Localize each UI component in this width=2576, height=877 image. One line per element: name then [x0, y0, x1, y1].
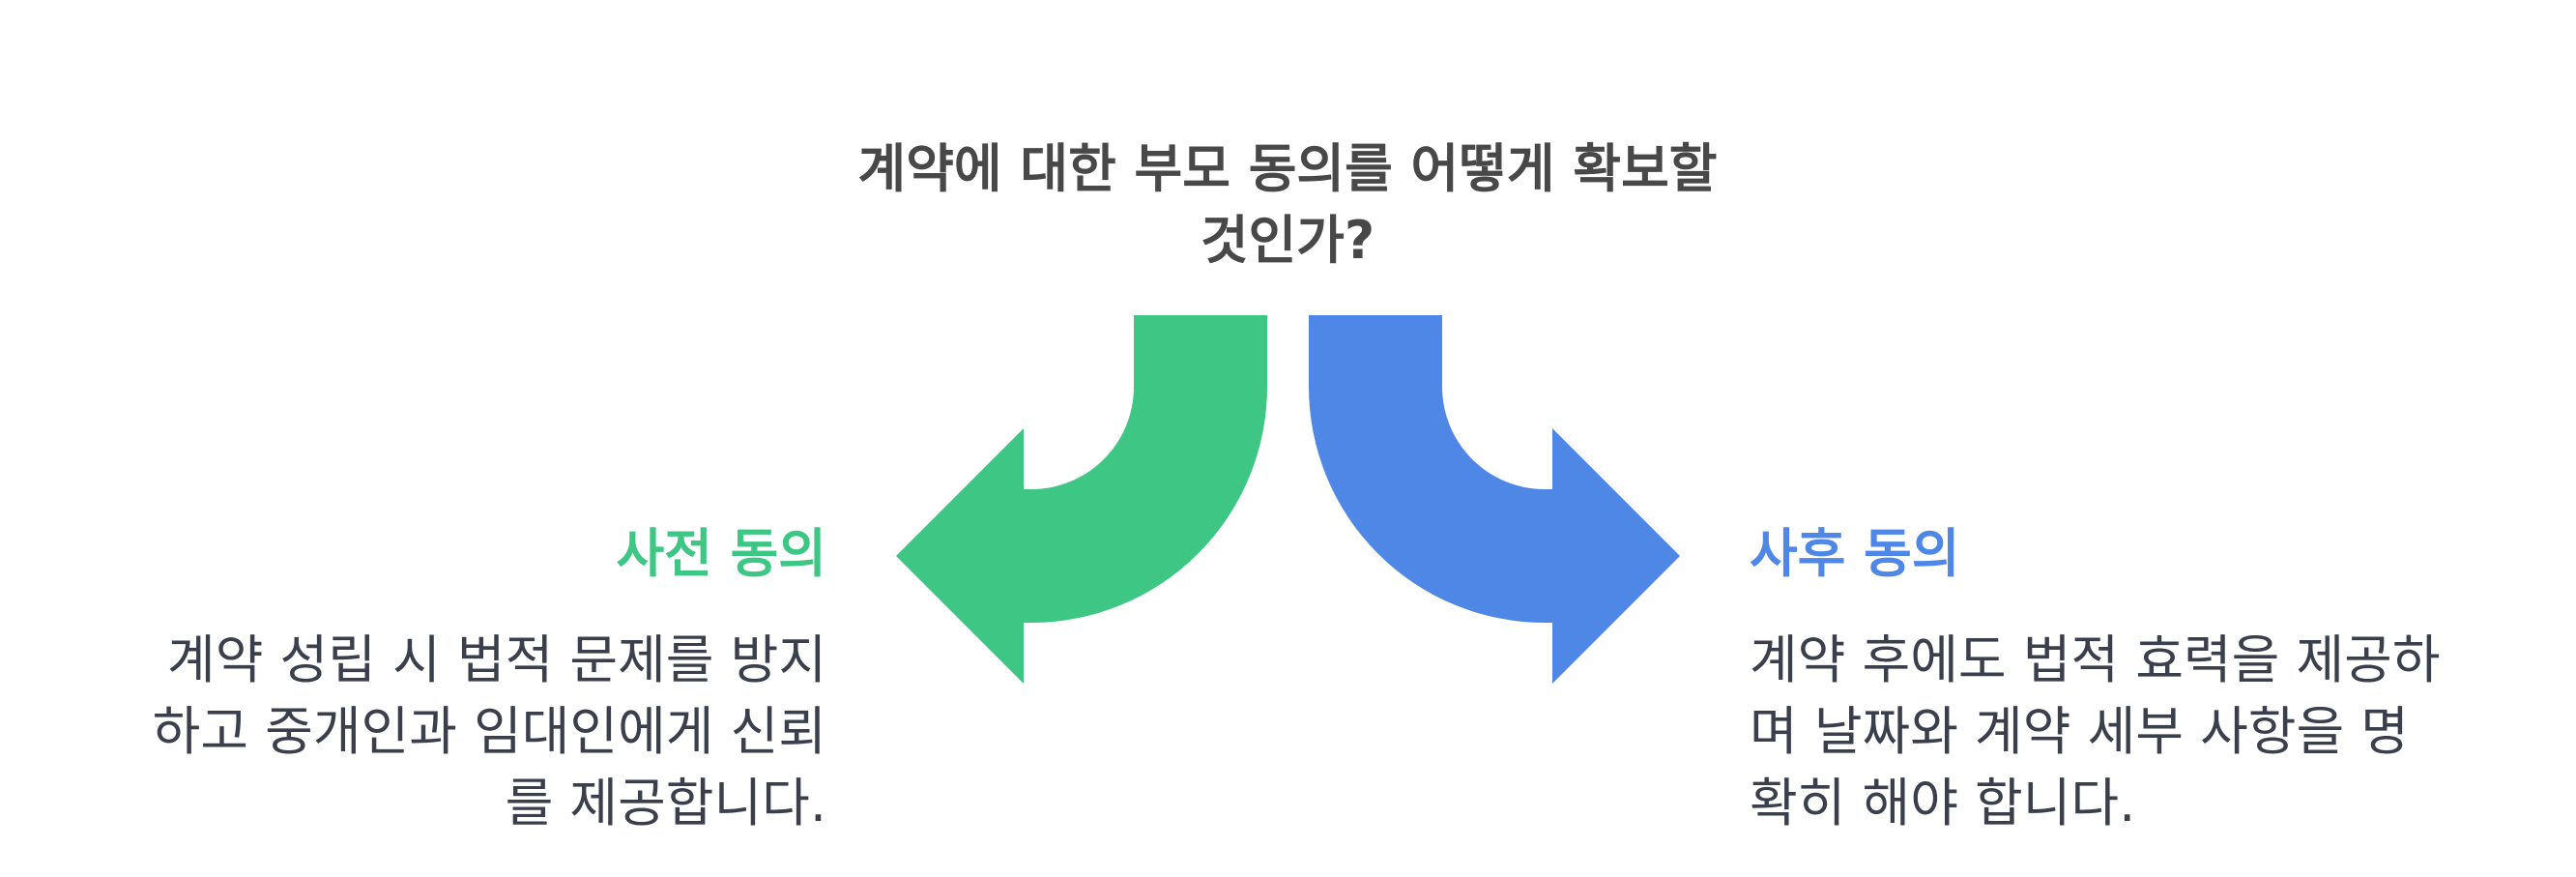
option-description-pre-consent: 계약 성립 시 법적 문제를 방지 하고 중개인과 임대인에게 신뢰 를 제공합…: [58, 625, 826, 839]
description-line: 를 제공합니다.: [505, 773, 826, 833]
curved-arrow-left-icon: [896, 315, 1267, 684]
option-heading-pre-consent: 사전 동의: [616, 523, 826, 584]
description-line: 확히 해야 합니다.: [1750, 773, 2136, 833]
description-line: 계약 후에도 법적 효력을 제공하: [1750, 629, 2441, 690]
option-description-post-consent: 계약 후에도 법적 효력을 제공하 며 날짜와 계약 세부 사항을 명 확히 해…: [1750, 625, 2542, 839]
description-line: 하고 중개인과 임대인에게 신뢰: [152, 701, 826, 762]
diagram-title-line-2: 것인가?: [1200, 210, 1375, 271]
diagram-title: 계약에 대한 부모 동의를 어떻게 확보할 것인가?: [804, 133, 1771, 277]
diagram-title-line-1: 계약에 대한 부모 동의를 어떻게 확보할: [857, 138, 1718, 199]
curved-arrow-right-icon: [1309, 315, 1680, 684]
description-line: 계약 성립 시 법적 문제를 방지: [167, 629, 826, 690]
description-line: 며 날짜와 계약 세부 사항을 명: [1750, 701, 2409, 762]
option-heading-post-consent: 사후 동의: [1750, 523, 1960, 584]
